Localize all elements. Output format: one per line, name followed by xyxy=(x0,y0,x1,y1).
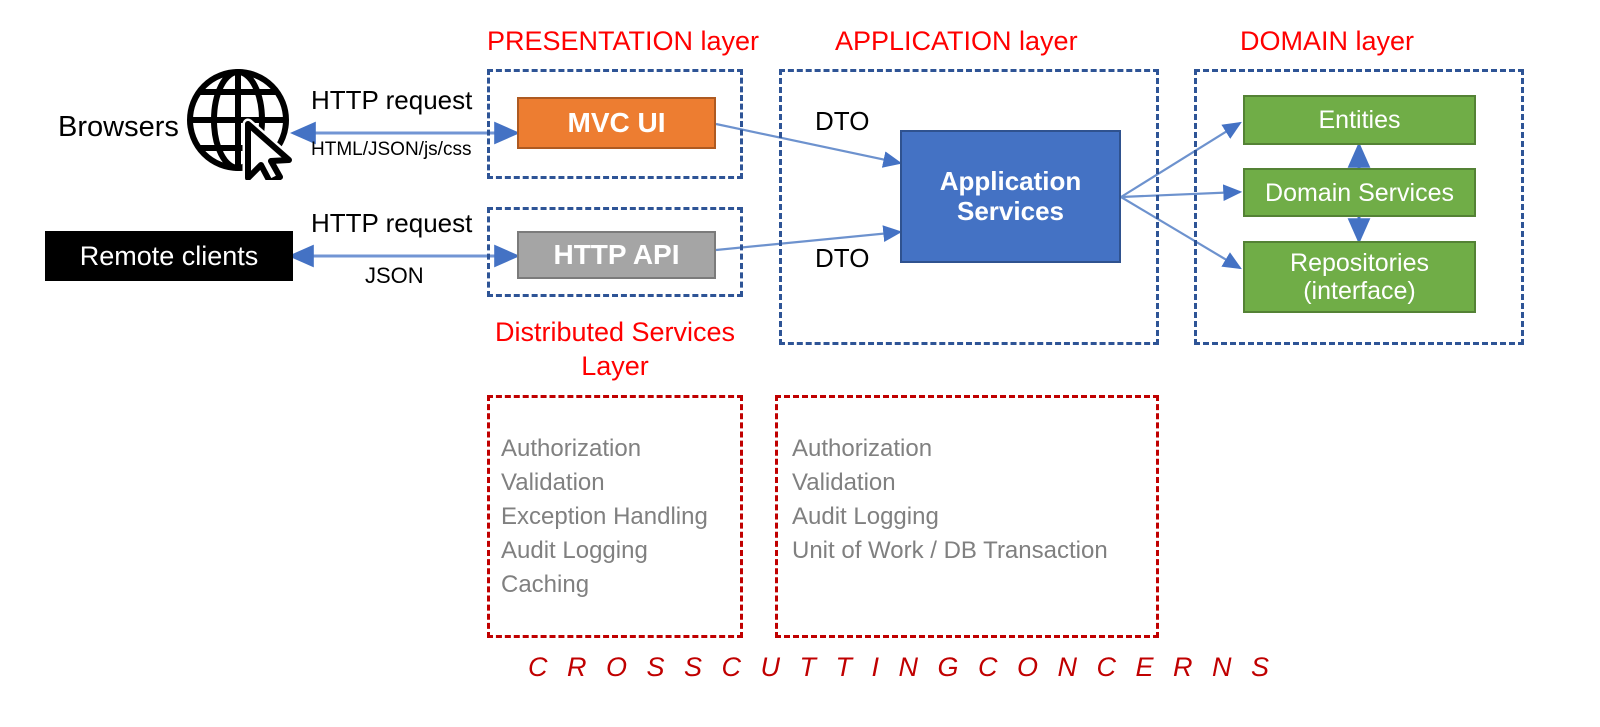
entities-box: Entities xyxy=(1243,95,1476,145)
presentation-mvc-container xyxy=(487,69,743,179)
application-services-box: Application Services xyxy=(900,130,1121,263)
repositories-box: Repositories (interface) xyxy=(1243,241,1476,313)
application-concerns-container xyxy=(775,395,1159,638)
concern-item: Authorization xyxy=(792,435,933,462)
mvc-ui-box: MVC UI xyxy=(517,97,716,149)
application-layer-title: APPLICATION layer xyxy=(835,26,1078,56)
cross-cutting-concerns-banner: C R O S S C U T T I N G C O N C E R N S xyxy=(528,652,1276,682)
presentation-layer-title: PRESENTATION layer xyxy=(487,26,760,56)
globe-with-cursor-icon xyxy=(186,62,298,188)
domain-layer-title: DOMAIN layer xyxy=(1239,26,1415,56)
repositories-line2: (interface) xyxy=(1303,277,1416,305)
distributed-services-layer-title: Distributed Services Layer xyxy=(487,316,743,384)
application-services-line1: Application xyxy=(939,166,1082,197)
concern-item: Exception Handling xyxy=(501,503,708,531)
application-layer-container xyxy=(779,69,1159,345)
concern-item: Unit of Work / DB Transaction xyxy=(792,537,1108,565)
repositories-line1: Repositories xyxy=(1290,249,1429,277)
domain-services-box: Domain Services xyxy=(1243,168,1476,217)
concern-item: Caching xyxy=(501,571,590,599)
presentation-api-container xyxy=(487,207,743,297)
remote-http-request-label: HTTP request xyxy=(311,208,473,238)
distributed-services-title-line2: Layer xyxy=(581,350,649,381)
concern-item: Validation xyxy=(792,469,896,497)
application-concerns-list: Authorization Validation Audit Logging U… xyxy=(792,432,1108,568)
browser-http-request-label: HTTP request xyxy=(311,85,473,115)
browser-response-label: HTML/JSON/js/css xyxy=(311,139,472,160)
remote-clients-box: Remote clients xyxy=(45,231,293,281)
concern-item: Validation xyxy=(501,469,605,497)
browsers-label: Browsers xyxy=(58,111,179,143)
http-api-box: HTTP API xyxy=(517,231,716,279)
concern-item: Audit Logging xyxy=(792,503,939,531)
domain-layer-container xyxy=(1194,69,1524,345)
remote-response-label: JSON xyxy=(365,263,424,288)
distributed-services-concerns-list: Authorization Validation Exception Handl… xyxy=(501,432,708,602)
concern-item: Authorization xyxy=(501,435,642,462)
application-services-line2: Services xyxy=(957,195,1064,226)
dto-bottom-label: DTO xyxy=(815,243,870,273)
distributed-services-title-line1: Distributed Services xyxy=(494,317,736,347)
distributed-services-concerns-container xyxy=(487,395,743,638)
dto-top-label: DTO xyxy=(815,106,870,136)
concern-item: Audit Logging xyxy=(501,537,648,565)
